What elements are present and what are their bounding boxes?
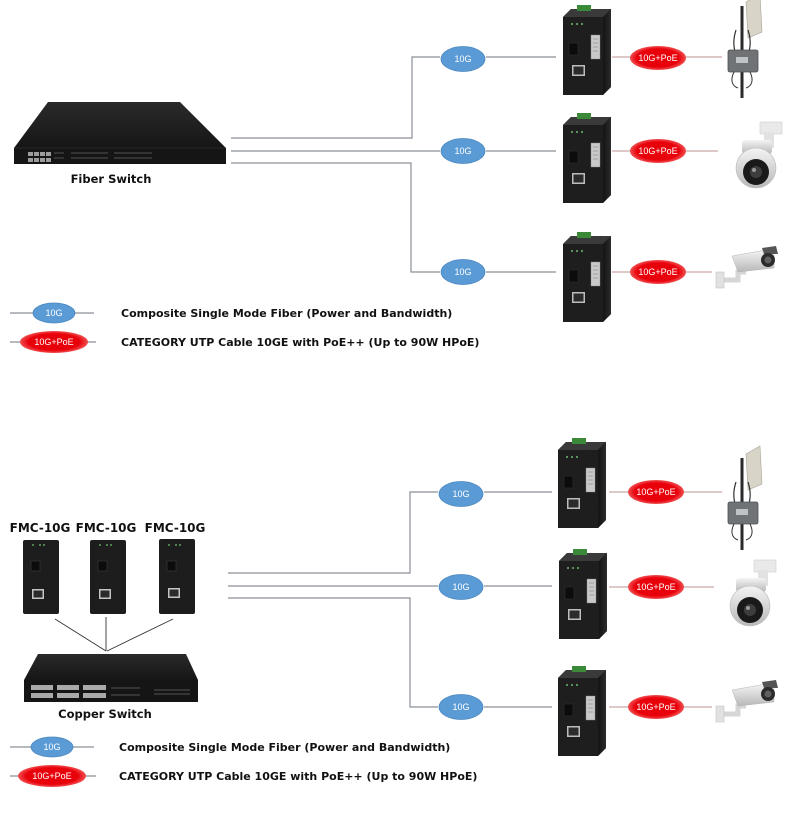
poe-link-badge[interactable]: 10G+PoE (628, 695, 684, 719)
fiber-switch-label: Fiber Switch (71, 172, 152, 186)
svg-text:10G: 10G (45, 308, 62, 318)
fiber-link-badge[interactable]: 10G (438, 694, 484, 720)
svg-text:CATEGORY UTP Cable 10GE with P: CATEGORY UTP Cable 10GE with PoE++ (Up t… (121, 336, 479, 349)
poe-link-badge[interactable]: 10G+PoE (630, 46, 686, 70)
poe-link-badge[interactable]: 10G+PoE (628, 575, 684, 599)
svg-text:10G: 10G (454, 54, 471, 64)
wireless-access-point-icon (726, 0, 764, 100)
bottom-branch-1: 10G 10G+PoE (438, 437, 764, 552)
bottom-branch-3: 10G 10G+PoE (438, 665, 778, 757)
svg-text:10G+PoE: 10G+PoE (636, 702, 675, 712)
svg-text:10G: 10G (452, 702, 469, 712)
converter-label: FMC-10G (76, 521, 137, 535)
media-converter[interactable] (557, 437, 607, 529)
fiber-trunk-lines (231, 56, 556, 273)
media-converter[interactable] (562, 112, 612, 204)
bottom-section: FMC-10G FMC-10G FMC-10G (10, 437, 778, 787)
svg-text:10G: 10G (43, 742, 60, 752)
bullet-camera-icon (716, 246, 778, 288)
fiber-link-badge[interactable]: 10G (440, 138, 486, 164)
ptz-dome-camera-icon (729, 559, 777, 627)
svg-text:10G+PoE: 10G+PoE (34, 337, 73, 347)
fiber-link-badge[interactable]: 10G (440, 46, 486, 72)
top-branch-3: 10G 10G+PoE (440, 231, 778, 323)
svg-text:10G+PoE: 10G+PoE (636, 582, 675, 592)
fiber-link-badge[interactable]: 10G (438, 574, 484, 600)
fmc-converter-1[interactable] (23, 540, 59, 614)
fiber-link-badge[interactable]: 10G (438, 481, 484, 507)
svg-text:Composite Single Mode Fiber (P: Composite Single Mode Fiber (Power and B… (119, 741, 450, 754)
svg-text:10G+PoE: 10G+PoE (638, 267, 677, 277)
converter-label: FMC-10G (145, 521, 206, 535)
top-section: Fiber Switch 10G 10G+PoE (10, 0, 783, 353)
media-converter[interactable] (557, 665, 607, 757)
svg-text:10G+PoE: 10G+PoE (638, 53, 677, 63)
bottom-legend: 10G Composite Single Mode Fiber (Power a… (10, 736, 477, 787)
legend-item-poe: 10G+PoE CATEGORY UTP Cable 10GE with PoE… (10, 331, 479, 353)
converter-uplink-lines (54, 617, 174, 652)
fmc-converter-2[interactable] (90, 540, 126, 614)
fiber-switch[interactable] (14, 102, 226, 164)
svg-text:CATEGORY UTP Cable 10GE with P: CATEGORY UTP Cable 10GE with PoE++ (Up t… (119, 770, 477, 783)
media-converter[interactable] (562, 4, 612, 96)
fiber-link-badge[interactable]: 10G (440, 259, 486, 285)
media-converter[interactable] (558, 548, 608, 640)
copper-switch[interactable] (24, 654, 198, 702)
svg-text:10G: 10G (454, 146, 471, 156)
poe-link-badge[interactable]: 10G+PoE (630, 139, 686, 163)
svg-text:10G: 10G (454, 267, 471, 277)
bullet-camera-icon (716, 680, 778, 722)
svg-text:10G: 10G (452, 489, 469, 499)
poe-link-badge[interactable]: 10G+PoE (628, 480, 684, 504)
top-legend: 10G Composite Single Mode Fiber (Power a… (10, 302, 479, 353)
bottom-branch-2: 10G 10G+PoE (438, 548, 777, 640)
legend-item-fiber: 10G Composite Single Mode Fiber (Power a… (10, 736, 450, 758)
svg-text:Composite Single Mode Fiber (P: Composite Single Mode Fiber (Power and B… (121, 307, 452, 320)
top-branch-2: 10G 10G+PoE (440, 112, 783, 204)
svg-text:10G+PoE: 10G+PoE (636, 487, 675, 497)
wireless-access-point-icon (726, 444, 764, 552)
media-converter[interactable] (562, 231, 612, 323)
ptz-dome-camera-icon (735, 121, 783, 189)
poe-link-badge[interactable]: 10G+PoE (630, 260, 686, 284)
copper-trunk-lines (228, 491, 552, 708)
copper-switch-label: Copper Switch (58, 707, 152, 721)
legend-item-fiber: 10G Composite Single Mode Fiber (Power a… (10, 302, 452, 324)
top-branch-1: 10G 10G+PoE (440, 0, 764, 100)
svg-text:10G: 10G (452, 582, 469, 592)
svg-text:10G+PoE: 10G+PoE (32, 771, 71, 781)
svg-text:10G+PoE: 10G+PoE (638, 146, 677, 156)
converter-label: FMC-10G (10, 521, 71, 535)
legend-item-poe: 10G+PoE CATEGORY UTP Cable 10GE with PoE… (10, 765, 477, 787)
fmc-converter-3[interactable] (159, 539, 195, 614)
